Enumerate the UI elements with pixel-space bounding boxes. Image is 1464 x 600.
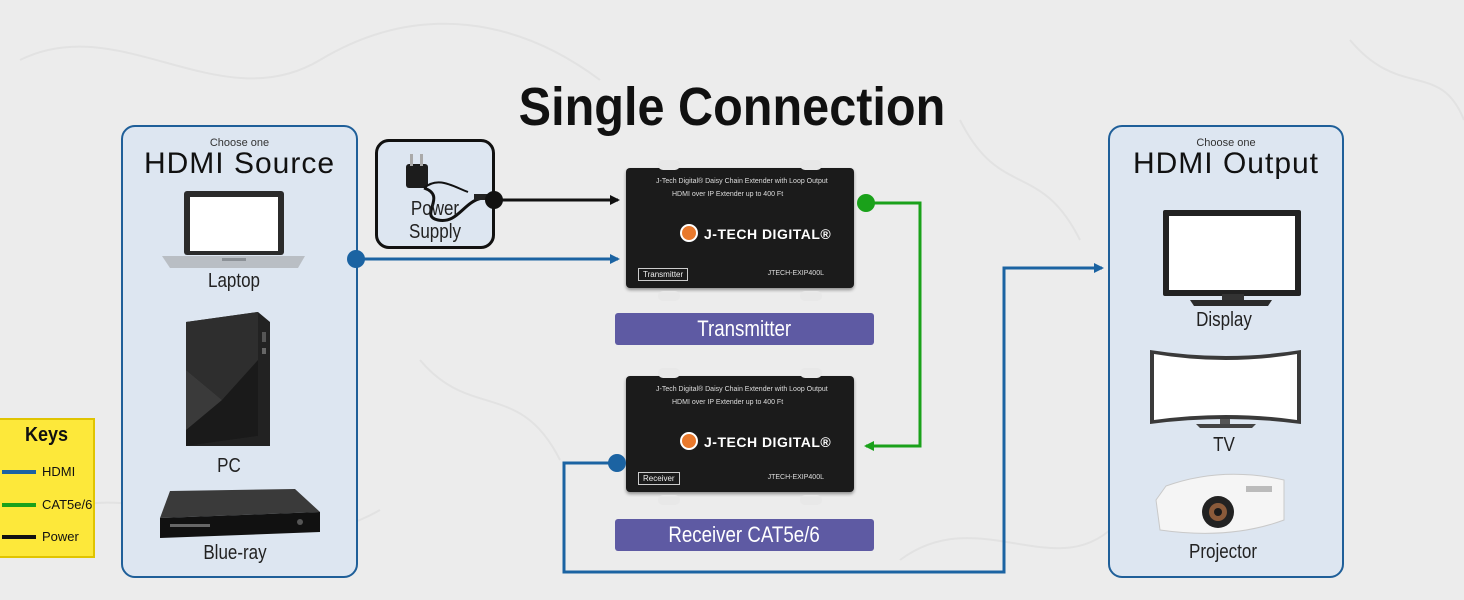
transmitter-brand: J-TECH DIGITAL®: [704, 226, 832, 242]
receiver-tag: Receiver: [638, 472, 680, 485]
transmitter-line2: HDMI over IP Extender up to 400 Ft: [672, 191, 784, 198]
display-label: Display: [1196, 309, 1252, 331]
receiver-model: JTECH-EXIP400L: [767, 474, 824, 481]
output-choose-label: Choose one: [1196, 137, 1256, 149]
power-supply-box: Power Supply: [375, 139, 495, 249]
transmitter-mount-ear: [800, 291, 822, 301]
transmitter-mount-ear: [658, 160, 680, 170]
bluray-player-icon: [160, 489, 320, 538]
receiver-mount-ear: [658, 368, 680, 378]
receiver-mount-ear: [800, 495, 822, 505]
power-adapter-icon: [406, 154, 488, 222]
cat-cable-dot: [857, 194, 875, 212]
receiver-line1: J-Tech Digital® Daisy Chain Extender wit…: [656, 386, 828, 393]
hdmi-input-dot: [347, 250, 365, 268]
pc-tower-icon: [186, 312, 270, 446]
key-hdmi-swatch: [2, 470, 36, 474]
hdmi-output-panel: Choose one HDMI Output: [1108, 125, 1344, 578]
bluray-label: Blue-ray: [203, 542, 267, 564]
output-title: HDMI Output: [1132, 147, 1320, 180]
monitor-icon: [1163, 210, 1301, 306]
keys-title: Keys: [24, 424, 69, 446]
brand-logo-icon: [680, 432, 698, 450]
curved-tv-icon: [1150, 350, 1301, 428]
hdmi-output-line: [562, 263, 1104, 574]
receiver-mount-ear: [658, 495, 680, 505]
source-choose-label: Choose one: [209, 137, 270, 149]
receiver-line2: HDMI over IP Extender up to 400 Ft: [672, 399, 784, 406]
tv-label: TV: [1213, 434, 1235, 456]
brand-logo-icon: [680, 224, 698, 242]
receiver-banner-label: Receiver CAT5e/6: [668, 522, 821, 547]
transmitter-model: JTECH-EXIP400L: [767, 270, 824, 277]
key-power-label: Power: [42, 529, 79, 544]
transmitter-line1: J-Tech Digital® Daisy Chain Extender wit…: [656, 178, 828, 185]
laptop-label: Laptop: [207, 270, 260, 292]
keys-legend: Keys HDMI CAT5e/6 Power: [0, 418, 95, 558]
key-cat-label: CAT5e/6: [42, 497, 93, 512]
source-title: HDMI Source: [143, 147, 336, 180]
page-title: Single Connection: [518, 77, 946, 137]
transmitter-tag: Transmitter: [638, 268, 689, 281]
transmitter-banner: Transmitter: [615, 313, 874, 345]
transmitter-mount-ear: [800, 160, 822, 170]
receiver-banner: Receiver CAT5e/6: [615, 519, 874, 551]
receiver-mount-ear: [800, 368, 822, 378]
cat-cable-line: [864, 201, 922, 451]
receiver-brand: J-TECH DIGITAL®: [704, 434, 832, 450]
pc-label: PC: [217, 455, 241, 477]
projector-label: Projector: [1188, 541, 1258, 563]
power-dot: [485, 191, 503, 209]
transmitter-mount-ear: [658, 291, 680, 301]
receiver-device: J-Tech Digital® Daisy Chain Extender wit…: [626, 368, 854, 505]
projector-icon: [1155, 473, 1285, 534]
laptop-icon: [162, 191, 305, 268]
key-power-swatch: [2, 535, 36, 539]
transmitter-banner-label: Transmitter: [697, 316, 792, 341]
transmitter-device: J-Tech Digital® Daisy Chain Extender wit…: [626, 160, 854, 301]
power-supply-label: Power Supply: [409, 198, 461, 243]
key-cat-swatch: [2, 503, 36, 507]
key-hdmi-label: HDMI: [42, 464, 76, 479]
hdmi-output-dot: [608, 454, 626, 472]
